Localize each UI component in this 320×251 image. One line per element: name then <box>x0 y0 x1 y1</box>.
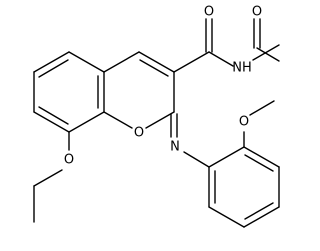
bond <box>138 51 175 73</box>
imine-linkage <box>170 113 210 168</box>
bond <box>249 100 275 116</box>
methoxyphenyl-ring <box>208 146 280 228</box>
benzo-ring <box>33 51 105 133</box>
bond <box>103 111 133 129</box>
bond <box>68 111 105 133</box>
bond <box>145 111 175 129</box>
bond <box>208 146 245 168</box>
bond <box>252 44 280 61</box>
bond <box>38 106 69 125</box>
pyran-ring <box>103 51 175 129</box>
acetyl-oxygen-label: O <box>252 5 262 20</box>
ring-oxygen-label: O <box>134 126 144 141</box>
bond <box>244 202 274 220</box>
bond <box>183 151 210 168</box>
acetyl-carboxamide-group <box>173 18 280 73</box>
ethoxy-oxygen-label: O <box>64 153 74 168</box>
amide-oxygen-label: O <box>204 5 214 20</box>
ethoxy-group <box>33 131 70 223</box>
amide-nitrogen-label: NH <box>232 61 252 76</box>
bond <box>103 51 140 73</box>
methoxy-oxygen-label: O <box>239 115 249 130</box>
bond <box>33 51 70 73</box>
imine-nitrogen-label: N <box>170 140 180 155</box>
bond <box>244 154 274 172</box>
bond <box>38 59 69 78</box>
bond <box>208 206 245 228</box>
bond <box>139 59 169 77</box>
bond <box>243 206 280 228</box>
methoxy-group <box>243 100 275 148</box>
bond <box>173 51 210 73</box>
bond <box>33 169 63 187</box>
bond <box>256 47 280 62</box>
chemical-structure-diagram: O NH O O N O O <box>33 5 280 228</box>
bond <box>33 111 70 133</box>
bond <box>243 146 280 168</box>
bond <box>208 51 234 67</box>
bond <box>68 51 105 73</box>
